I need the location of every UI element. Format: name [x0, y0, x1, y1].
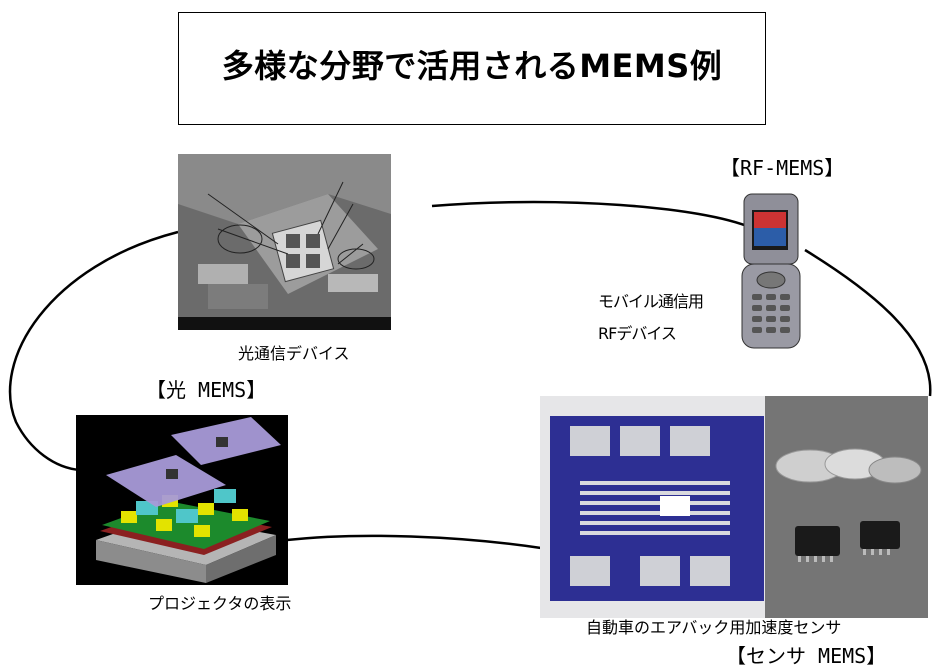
optical-mems-label: 【光 MEMS】: [146, 378, 267, 402]
airbag-sensor-photo: [540, 396, 928, 618]
title-box: 多様な分野で活用されるMEMS例: [178, 12, 766, 125]
optical-device-photo: [178, 154, 391, 330]
optical-device-caption: 光通信デバイス: [238, 344, 350, 363]
mobile-rf-caption-line1: モバイル通信用: [598, 292, 704, 311]
projector-mems-illustration: [76, 415, 288, 585]
airbag-sensor-caption: 自動車のエアバック用加速度センサ: [586, 618, 842, 637]
sensor-mems-label: 【センサ MEMS】: [726, 644, 887, 668]
page-title: 多様な分野で活用されるMEMS例: [221, 47, 723, 85]
projector-caption: プロジェクタの表示: [148, 594, 292, 613]
mobile-phone-photo: [738, 190, 806, 352]
rf-mems-label: 【RF-MEMS】: [720, 156, 845, 180]
mobile-rf-caption-line2: RFデバイス: [598, 324, 677, 343]
